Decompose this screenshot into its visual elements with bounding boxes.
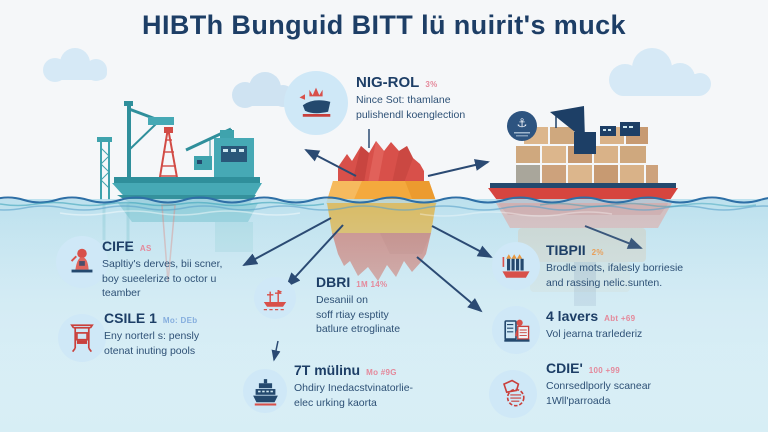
arrow-dbri-to-mulinu [271, 340, 281, 362]
red-ship-icon [254, 277, 296, 319]
item-title: 4 lavers [546, 308, 599, 324]
info-item-cdie: CDIE' 100 +99 Conrsedlporly scanear 1Wll'… [546, 360, 751, 408]
arrow-to-dbri [285, 224, 344, 288]
item-badge: 3% [425, 80, 438, 89]
item-line: Eny norterl s: pensly [104, 330, 200, 342]
cloud-icon [609, 48, 711, 96]
arrow-to-cife [242, 217, 332, 266]
item-badge: 1M 14% [356, 280, 388, 289]
item-line: Conrsedlporly scanear [546, 380, 652, 392]
wave-lines [0, 196, 768, 217]
item-title: NIG-ROL [356, 74, 420, 91]
item-line: Vol jearna trarlederiz [546, 328, 643, 340]
documents-icon [492, 306, 540, 354]
item-line: Desaniil on [316, 294, 368, 306]
info-item-dbri: DBRI 1M 14% Desaniil on soff rtiay esptit… [316, 274, 476, 337]
item-line: batlure etroglinate [316, 323, 401, 335]
svg-text:⚓: ⚓ [517, 116, 528, 130]
item-badge: 100 +99 [588, 366, 621, 375]
info-item-nigrol: NIG-ROL 3% Nince Sot: thamlane pulishendl… [356, 74, 556, 122]
arrow-to-lavers [416, 256, 483, 313]
item-title: CDIE' [546, 360, 583, 376]
item-line: soff rtiay esptity [316, 308, 389, 321]
item-title: DBRI [316, 274, 351, 290]
item-badge: Abt +69 [604, 314, 636, 323]
statue-icon [56, 236, 108, 288]
crowned-ship-icon [284, 71, 348, 135]
item-line: boy sueelerize to octor u [102, 272, 217, 285]
iceberg-illustration [326, 141, 437, 204]
arrow-to-right-ship [427, 159, 490, 177]
item-badge: AS [139, 244, 152, 253]
item-line: and rassing nelic.sunten. [546, 276, 663, 289]
item-line: Sapltiy's derves, bii scner, [102, 258, 223, 270]
cloud-icon [43, 48, 107, 82]
tower-icon [58, 314, 106, 362]
item-title: CSILE 1 [104, 310, 157, 326]
item-title: CIFE [102, 238, 134, 254]
anchor-badge-icon: ⚓ [507, 111, 537, 141]
item-badge: Mo: DEb [162, 316, 198, 325]
arrow-to-left-ship [304, 149, 357, 177]
stamp-icon [489, 370, 537, 418]
item-badge: 2% [591, 248, 604, 257]
info-item-mulinu: 7T mülinu Mo #9G Ohdiry Inedacstvinatorli… [294, 362, 494, 410]
item-line: teamber [102, 287, 141, 299]
item-line: Ohdiry Inedacstvinatorlie- [294, 382, 414, 394]
info-item-tibpii: TIBPII 2% Brodle mots, ifalesly borriesie… [546, 242, 761, 290]
item-title: 7T mülinu [294, 362, 361, 378]
connector-arrows [242, 129, 643, 362]
arrow-to-tibpii [431, 225, 493, 258]
item-line: Nince Sot: thamlane [356, 94, 451, 106]
container-ship-icon [492, 242, 540, 290]
item-badge: Mo #9G [366, 368, 397, 377]
info-item-lavers: 4 lavers Abt +69 Vol jearna trarlederiz [546, 308, 751, 342]
navy-ship-icon [243, 369, 287, 413]
ship-crane [550, 106, 596, 154]
item-line: pulishendl koenglection [356, 108, 466, 121]
page-title: HIBTh Bunguid BITT lü nuirit's muck [142, 10, 626, 40]
item-title: TIBPII [546, 242, 586, 258]
item-line: Brodle mots, ifalesly borriesie [546, 262, 684, 274]
info-item-cife: CIFE AS Sapltiy's derves, bii scner, boy … [102, 238, 282, 301]
info-item-csile: CSILE 1 Mo: DEb Eny norterl s: pensly ote… [104, 310, 284, 358]
arrow-right-column [584, 225, 643, 249]
item-line: otenat inuting pools [104, 344, 196, 357]
item-line: 1Wll'parroada [546, 394, 611, 407]
item-line: elec urking kaorta [294, 396, 377, 409]
